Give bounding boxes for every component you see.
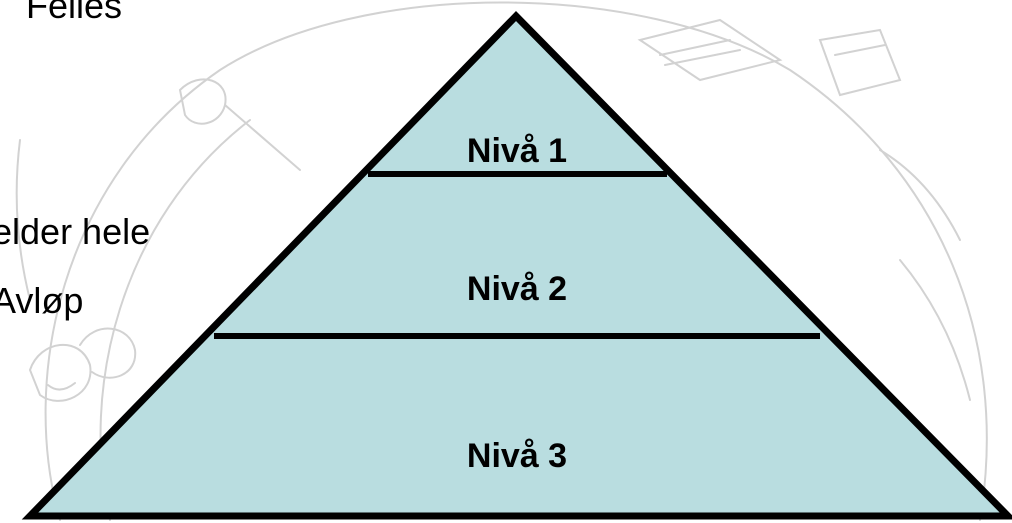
watermark-circle-arc (44, 1, 988, 521)
side-text-line-1: Felles (26, 0, 123, 26)
watermark-tragedy-mask-icon (79, 327, 137, 379)
watermark-instrument-icon (178, 78, 301, 171)
level-3-label: Nivå 3 (467, 437, 567, 475)
level-2-label: Nivå 2 (467, 270, 567, 308)
watermark-comedy-mask-icon (28, 343, 92, 402)
side-text-line-2: elder hele (0, 211, 151, 252)
side-text-line-3: Avløp (0, 280, 84, 321)
watermark-scroll-icon (818, 28, 902, 97)
watermark-leaf-icon (15, 139, 31, 301)
level-1-label: Nivå 1 (467, 132, 567, 170)
watermark-book-icon (637, 18, 783, 82)
watermark-leaf-icon (879, 149, 971, 401)
pyramid-shape (21, 10, 1012, 520)
